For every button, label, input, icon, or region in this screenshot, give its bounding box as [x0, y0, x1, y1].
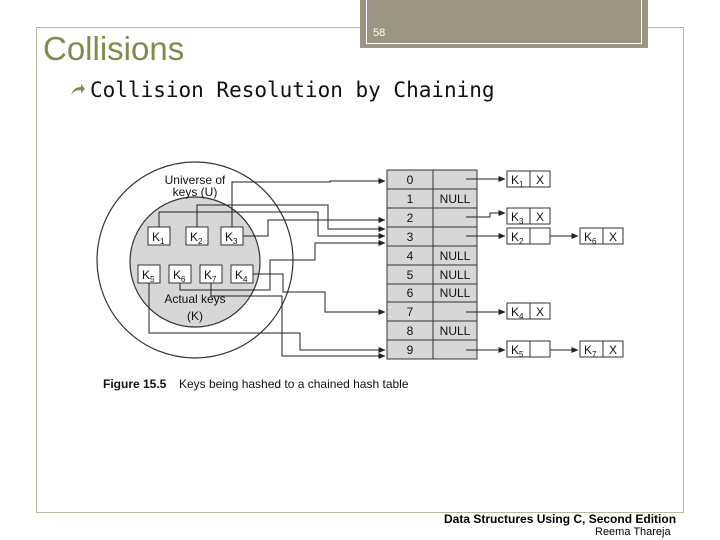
chain-node-k2: K2	[506, 227, 551, 246]
page-number: 58	[373, 27, 386, 39]
corner-decoration-inner	[366, 0, 642, 44]
terminator: X	[536, 210, 544, 224]
key-box-k5: K5	[137, 264, 161, 284]
chain-node-k7: K7 X	[579, 340, 624, 359]
key-box-k4: K4	[230, 264, 254, 284]
bullet-arrow-icon	[71, 84, 85, 95]
ptr-row2	[466, 210, 506, 218]
universe-label-1: Universe of	[165, 173, 226, 187]
link-k6b	[179, 240, 386, 291]
index-4: 4	[407, 249, 414, 263]
universe-label-2: keys (U)	[173, 185, 218, 199]
figure-caption-text: Keys being hashed to a chained hash tabl…	[179, 377, 409, 391]
value-6: NULL	[440, 286, 471, 300]
link-k3	[231, 178, 386, 227]
key-box-k1: K1	[147, 226, 171, 246]
hash-table: 0 1 2 3 4 5 6 7 8 9 NULL NULL NULL NULL …	[386, 169, 478, 360]
link-k5	[148, 283, 386, 353]
index-9: 9	[407, 343, 414, 357]
key-box-k2: K2	[185, 226, 209, 246]
key-box-k3: K3	[220, 226, 244, 246]
link-k3b	[243, 217, 386, 237]
terminator: X	[536, 173, 544, 187]
index-2: 2	[407, 211, 414, 225]
index-3: 3	[407, 230, 414, 244]
chain-node-k3: K3 X	[506, 207, 551, 226]
slide-title: Collisions	[43, 30, 185, 67]
chain-node-k5: K5	[506, 340, 551, 359]
actual-keys-label-1: Actual keys	[164, 292, 225, 306]
index-0: 0	[407, 173, 414, 187]
index-8: 8	[407, 324, 414, 338]
footer-author: Reema Thareja	[595, 526, 671, 538]
bullet-text: Collision Resolution by Chaining	[90, 78, 495, 102]
link-k4	[253, 273, 386, 315]
chain-node-k4: K4 X	[506, 302, 551, 321]
actual-keys-label-2: (K)	[187, 309, 203, 323]
key-box-k6: K6	[168, 264, 192, 284]
value-5: NULL	[440, 268, 471, 282]
value-1: NULL	[440, 192, 471, 206]
bullet-item: Collision Resolution by Chaining	[70, 78, 495, 102]
corner-decoration	[360, 0, 648, 48]
chain-node-k1: K1 X	[506, 170, 551, 189]
link-k1	[158, 211, 386, 239]
value-4: NULL	[440, 249, 471, 263]
chain-node-k6: K6 X	[579, 227, 624, 246]
figure-caption-label: Figure 15.5	[103, 377, 167, 391]
link-k2	[196, 204, 386, 232]
value-8: NULL	[440, 324, 471, 338]
index-7: 7	[407, 305, 414, 319]
footer-book-title: Data Structures Using C, Second Edition	[444, 512, 677, 526]
terminator: X	[609, 230, 617, 244]
terminator: X	[609, 343, 617, 357]
key-box-k7: K7	[199, 264, 223, 284]
index-1: 1	[407, 192, 414, 206]
link-k7	[210, 283, 386, 359]
index-5: 5	[407, 268, 414, 282]
index-6: 6	[407, 286, 414, 300]
terminator: X	[536, 305, 544, 319]
